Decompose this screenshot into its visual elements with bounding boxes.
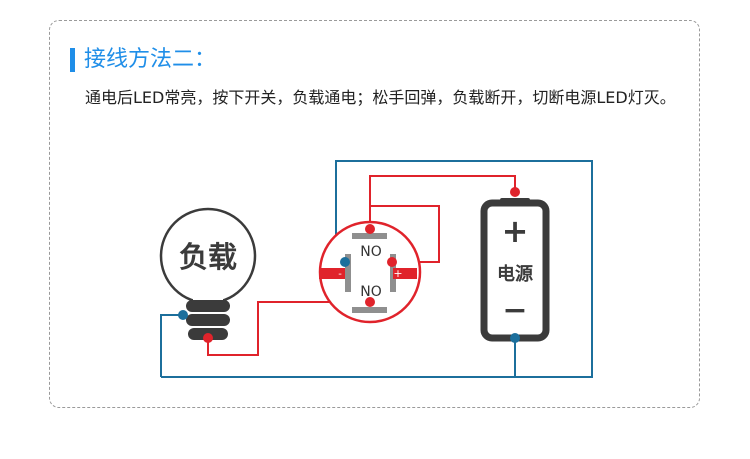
section-heading: 接线方法二：	[70, 46, 216, 74]
led-plus-label: +	[393, 267, 402, 280]
junction-dot-led-plus	[387, 257, 397, 267]
section-title: 接线方法二：	[84, 47, 217, 72]
switch-contact-left	[345, 254, 351, 292]
led-minus-terminal	[319, 268, 345, 279]
section-description: 通电后LED常亮，按下开关，负载通电；松手回弹，负载断开，切断电源LED灯灭。	[85, 88, 676, 107]
led-plus-terminal	[393, 268, 417, 279]
load-bulb: 负载	[159, 207, 257, 340]
junction-dot-led-minus	[340, 257, 350, 267]
load-label: 负载	[179, 240, 237, 274]
junction-dot-battery-pos	[510, 187, 520, 197]
battery-minus-sign: −	[502, 293, 527, 328]
led-minus-label: -	[338, 269, 342, 280]
red-wire-load	[207, 301, 370, 356]
red-wire-led-plus	[369, 205, 440, 263]
bulb-base-ring-2	[186, 314, 230, 326]
switch-top-label: NO	[360, 244, 382, 260]
bulb-base-ring-1	[186, 300, 230, 312]
wiring-panel	[49, 20, 700, 408]
junction-dots	[178, 187, 520, 343]
red-wire-battery-pos	[369, 175, 516, 229]
battery-plus-sign: +	[502, 212, 529, 250]
switch-bottom-label: NO	[360, 284, 382, 300]
power-battery: + 电源 −	[480, 198, 550, 342]
switch-contact-bottom	[352, 307, 387, 313]
junction-dot-load-red	[203, 333, 213, 343]
switch-contact-top	[352, 233, 387, 239]
heading-accent-bar	[70, 48, 75, 72]
battery-label: 电源	[497, 263, 533, 285]
blue-wire-bottom-loop	[160, 314, 183, 377]
push-switch: - + NO NO	[318, 220, 422, 324]
junction-dot-battery-neg	[510, 333, 520, 343]
junction-dot-switch-top	[365, 224, 375, 234]
junction-dot-switch-bottom	[365, 297, 375, 307]
red-wires	[207, 175, 516, 356]
junction-dot-load-blue	[178, 310, 188, 320]
